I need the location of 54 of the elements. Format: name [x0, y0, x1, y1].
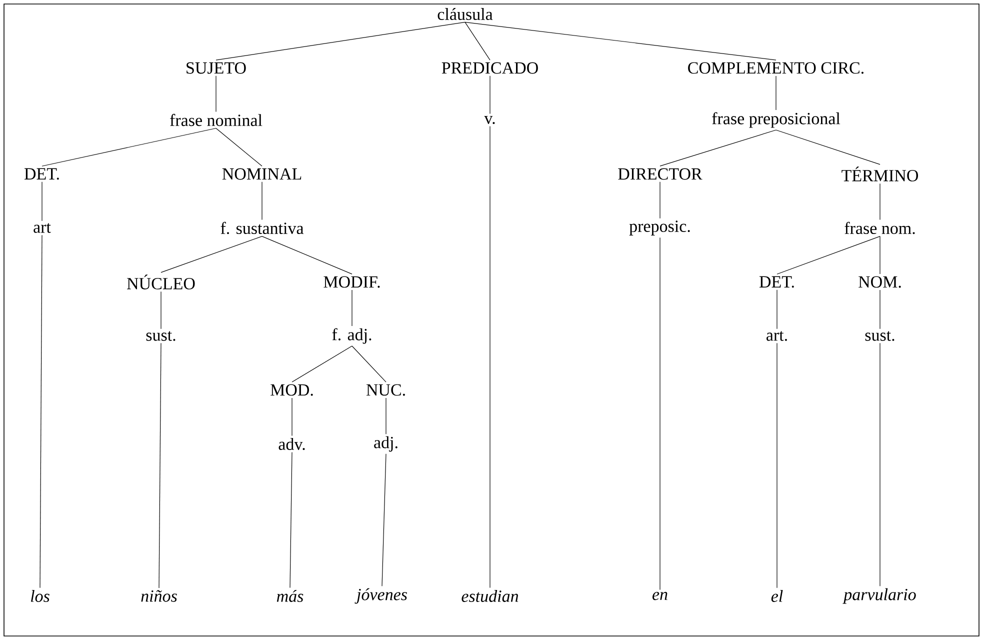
- tree-branch: [776, 236, 880, 274]
- category-label: frase nom.: [844, 222, 915, 234]
- tree-branch: [262, 236, 352, 274]
- tree-branch: [464, 22, 776, 60]
- word-label: niños: [141, 590, 177, 602]
- category-label: preposic.: [629, 220, 690, 236]
- tree-branch: [290, 452, 292, 588]
- category-label: TÉRMINO: [842, 166, 918, 182]
- category-label: MOD.: [270, 384, 313, 396]
- word-label: estudian: [462, 590, 518, 602]
- category-label: v.: [484, 116, 495, 124]
- word-label: más: [276, 590, 304, 602]
- category-label: NOMINAL: [222, 168, 302, 180]
- tree-branch: [216, 22, 466, 60]
- tree-branch: [660, 130, 776, 166]
- category-label: f. adj.: [332, 328, 372, 344]
- category-label: frase nominal: [170, 114, 262, 126]
- category-label: PREDICADO: [442, 62, 538, 74]
- tree-branch: [216, 128, 262, 166]
- tree-branch: [42, 128, 216, 166]
- tree-branch: [352, 346, 386, 382]
- category-label: adv.: [278, 438, 305, 450]
- category-label: NOM.: [858, 276, 901, 288]
- tree-branch: [776, 342, 778, 588]
- category-label: sust.: [865, 331, 894, 341]
- tree-branch: [382, 454, 386, 586]
- category-label: NÚCLEO: [127, 274, 195, 290]
- category-label: NUC.: [366, 384, 405, 396]
- tree-branch: [160, 236, 262, 273]
- tree-branch: [158, 342, 162, 588]
- category-label: DET.: [24, 168, 59, 180]
- category-label: art.: [766, 331, 787, 341]
- category-label: sust.: [146, 331, 176, 341]
- tree-branch: [776, 290, 778, 330]
- word-label: jóvenes: [354, 588, 407, 604]
- tree-branch: [160, 291, 162, 330]
- category-label: adj.: [374, 436, 398, 452]
- tree-branch: [40, 234, 42, 588]
- category-label: DIRECTOR: [618, 168, 702, 180]
- category-label: art: [34, 223, 51, 233]
- word-label: parvulario: [842, 588, 916, 604]
- tree-branch: [292, 346, 352, 382]
- category-label: COMPLEMENTO CIRC.: [688, 62, 864, 74]
- category-label: MODIF.: [324, 276, 380, 288]
- category-label: cláusula: [438, 8, 493, 20]
- category-label: DET.: [759, 276, 794, 288]
- category-label: SUJETO: [186, 62, 246, 74]
- word-label: el: [771, 590, 783, 602]
- category-label: frase preposicional: [712, 112, 840, 128]
- word-label: en: [652, 592, 668, 600]
- word-label: los: [31, 590, 50, 602]
- tree-branch: [464, 22, 490, 60]
- category-label: f. sustantiva: [220, 222, 304, 234]
- tree-branch: [776, 130, 880, 165]
